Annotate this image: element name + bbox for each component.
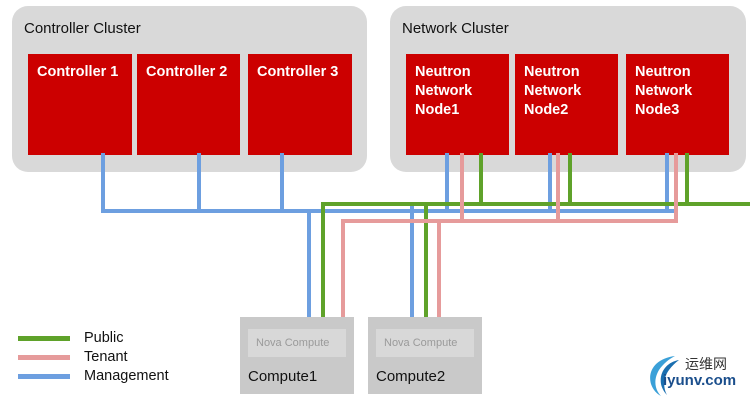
node-label-line: Node2 <box>524 102 569 118</box>
neutron-network-node-3: Neutron Network Node3 <box>626 54 729 155</box>
watermark-logo: 运维网 iyunv.com <box>645 352 750 397</box>
compute-node-2-label: Compute2 <box>376 368 446 385</box>
node-label-line: Network <box>635 83 693 99</box>
tenant-swatch <box>18 355 70 360</box>
node-label-line: Neutron <box>524 64 580 80</box>
watermark-text-cn: 运维网 <box>685 356 727 372</box>
network-cluster-title: Network Cluster <box>402 20 509 37</box>
controller-3-label: Controller 3 <box>257 64 339 80</box>
tenant-bus <box>341 153 678 319</box>
controller-2-label: Controller 2 <box>146 64 228 80</box>
legend-label: Management <box>84 368 169 384</box>
compute-node-1-label: Compute1 <box>248 368 318 385</box>
node-label-line: Neutron <box>635 64 691 80</box>
public-bus <box>321 202 750 319</box>
node-label-line: Node3 <box>635 102 680 118</box>
node-label-line: Node1 <box>415 102 460 118</box>
compute-node-2: Nova Compute Compute2 <box>368 317 482 394</box>
tenant-network <box>341 153 678 319</box>
node-label-line: Network <box>524 83 582 99</box>
neutron-network-node-2: Neutron Network Node2 <box>515 54 618 155</box>
nova-compute-service: Nova Compute <box>248 329 346 357</box>
node-label-line: Network <box>415 83 473 99</box>
public-network <box>321 153 750 319</box>
management-swatch <box>18 374 70 379</box>
watermark-text-en: iyunv.com <box>663 372 737 389</box>
swoosh-icon <box>650 356 679 396</box>
controller-3: Controller 3 <box>248 54 352 155</box>
node-label-line: Neutron <box>415 64 471 80</box>
controller-1-label: Controller 1 <box>37 64 119 80</box>
legend-label: Public <box>84 330 124 346</box>
management-network <box>101 153 677 324</box>
public-swatch <box>18 336 70 341</box>
controller-cluster-title: Controller Cluster <box>24 20 141 37</box>
controller-1: Controller 1 <box>28 54 132 155</box>
legend-label: Tenant <box>84 349 128 365</box>
neutron-network-node-1: Neutron Network Node1 <box>406 54 509 155</box>
controller-2: Controller 2 <box>137 54 240 155</box>
nova-compute-service: Nova Compute <box>376 329 474 357</box>
compute-node-1: Nova Compute Compute1 <box>240 317 354 394</box>
